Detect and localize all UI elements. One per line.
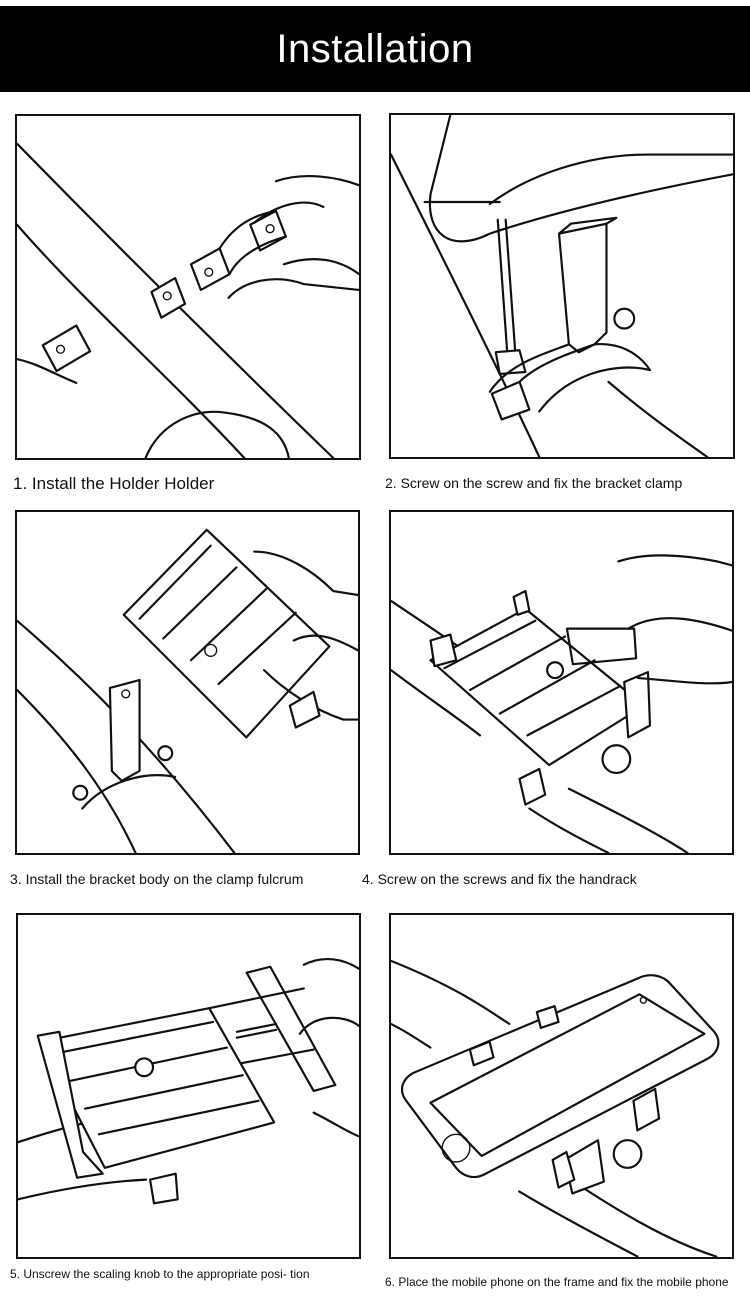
page-title: Installation xyxy=(276,26,474,71)
step-1-drawing xyxy=(17,142,359,458)
step-5-caption: 5. Unscrew the scaling knob to the appro… xyxy=(10,1267,310,1281)
step-4-illustration xyxy=(389,510,734,855)
step-4-drawing xyxy=(391,554,732,853)
step-2-caption: 2. Screw on the screw and fix the bracke… xyxy=(385,475,683,491)
step-6-drawing xyxy=(391,959,720,1257)
step-4-caption: 4. Screw on the screws and fix the handr… xyxy=(362,871,637,887)
step-5-illustration xyxy=(16,913,361,1259)
step-2-illustration xyxy=(389,113,735,459)
step-5-drawing xyxy=(18,958,359,1205)
header-banner: Installation xyxy=(0,6,750,92)
step-1-illustration xyxy=(15,114,361,460)
step-6-caption: 6. Place the mobile phone on the frame a… xyxy=(385,1275,729,1289)
step-2-drawing xyxy=(391,115,733,457)
step-6-illustration xyxy=(389,913,734,1259)
step-3-caption: 3. Install the bracket body on the clamp… xyxy=(10,871,304,887)
step-3-illustration xyxy=(15,510,360,855)
step-1-caption: 1. Install the Holder Holder xyxy=(13,474,215,493)
step-3-drawing xyxy=(17,528,358,853)
